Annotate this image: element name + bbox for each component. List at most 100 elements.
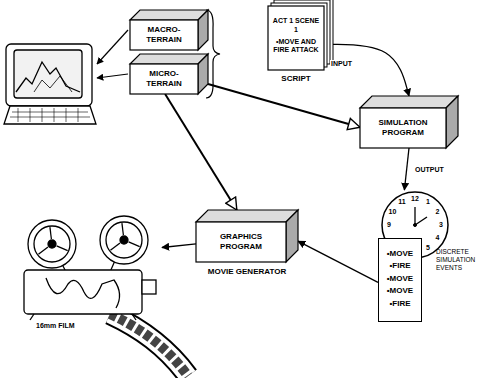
film-strip-body (110, 314, 188, 376)
clock-hand (415, 217, 427, 225)
keyboard-base (4, 106, 96, 124)
box-top (130, 10, 208, 20)
film-sprockets (110, 314, 188, 376)
box-top (360, 96, 458, 108)
program-box-area: GRAPHICS PROGRAM (196, 222, 286, 262)
script-pages: ACT 1 SCENE 1•MOVE AND FIRE ATTACKSCRIPT (268, 6, 324, 70)
terrain-contours (34, 76, 72, 92)
projector-body (24, 270, 142, 314)
box-front (130, 64, 198, 94)
caption-text: 16mm FILM (36, 322, 75, 330)
terrain-box-area: MICRO- TERRAIN (130, 64, 198, 94)
terrain-to-monitor-arrow (97, 30, 128, 64)
clock-number: 9 (387, 221, 391, 229)
box-label: ACT 1 SCENE 1 (272, 17, 320, 34)
script-pages-area: ACT 1 SCENE 1 •MOVE AND FIRE ATTACK (268, 6, 324, 70)
clock-number: 5 (426, 243, 430, 251)
box-front (196, 222, 286, 262)
box-label: MACRO- TERRAIN (133, 25, 195, 44)
box-top (196, 210, 298, 222)
terrain-box-area: MACRO- TERRAIN (130, 20, 198, 50)
clock-number: 12 (411, 195, 419, 203)
projector-lens (142, 280, 156, 294)
connector-arrow (404, 148, 409, 190)
reel-spoke (122, 223, 123, 235)
text-group: •MOVE •FIRE •MOVE •MOVE •FIRE (387, 249, 413, 312)
film-frames (110, 314, 188, 376)
monitor-screen (14, 50, 82, 98)
box-label: MICRO- TERRAIN (133, 69, 195, 88)
film-reel (100, 216, 148, 264)
reel-spoke (110, 243, 120, 250)
film-strip (110, 314, 188, 376)
film-path (46, 278, 120, 308)
film-reel (28, 220, 76, 268)
event-item: •MOVE (387, 286, 413, 296)
clock-number: 1 (426, 198, 430, 206)
projector-drawing (24, 216, 156, 320)
film-strip-edge (110, 314, 188, 376)
clock-pivot (414, 224, 417, 227)
clock-number: 10 (389, 208, 397, 216)
film-reel-rim (34, 226, 70, 262)
event-item: •MOVE (387, 274, 413, 284)
connector-arrow (208, 84, 360, 127)
clock-number: 3 (439, 221, 443, 229)
event-list: •MOVE•FIRE•MOVE•MOVE•FIREDISCRETE SIMULA… (378, 190, 422, 322)
program-box-area: SIMULATION PROGRAM (360, 108, 446, 148)
clock-number: 11 (398, 198, 405, 206)
connector-arrow (162, 244, 196, 248)
keyboard-keys (10, 108, 90, 122)
box-side (198, 54, 208, 94)
event-item: •MOVE (387, 249, 413, 259)
program-box: GRAPHICS PROGRAMMOVIE GENERATOR (196, 210, 298, 262)
connector-arrow (324, 44, 409, 96)
program-box: SIMULATION PROGRAM (360, 96, 458, 148)
projector-foot (30, 314, 34, 320)
reel-spoke (57, 246, 68, 251)
film-reel-rim (106, 222, 142, 258)
clock-number: 2 (436, 208, 440, 216)
text-group: SIMULATION PROGRAM (363, 118, 443, 137)
film-projector-outline (6, 214, 162, 338)
box-front (130, 20, 198, 50)
monitor-case (6, 44, 92, 106)
computer-monitor (4, 44, 96, 124)
edge-label: INPUT (330, 60, 353, 67)
terrain-box: MICRO- TERRAIN (130, 54, 208, 94)
caption-text: SCRIPT (268, 74, 324, 84)
text-group: MICRO- TERRAIN (133, 69, 195, 88)
terrain-mountains (16, 62, 80, 92)
box-side (446, 96, 458, 148)
connector-arrow (298, 241, 378, 282)
box-label: SIMULATION PROGRAM (363, 118, 443, 137)
box-label: GRAPHICS PROGRAM (199, 232, 283, 251)
text-group: GRAPHICS PROGRAM (199, 232, 283, 251)
connector-arrow (165, 94, 237, 210)
terrain-to-monitor-arrow (97, 74, 128, 78)
box-side (198, 10, 208, 50)
event-item: •FIRE (387, 261, 413, 271)
clock-hand (414, 207, 415, 225)
box-front (360, 108, 446, 148)
box-side (286, 210, 298, 262)
film-projector: 16mm FILM (6, 214, 162, 338)
reel-spoke (50, 227, 51, 239)
reel-spoke (129, 242, 140, 247)
edge-label: OUTPUT (414, 166, 445, 173)
text-group: ACT 1 SCENE 1 •MOVE AND FIRE ATTACK (272, 17, 320, 59)
front-page (268, 6, 324, 70)
projector-foot (132, 314, 136, 320)
event-list-area: •MOVE •FIRE •MOVE •MOVE •FIRE (378, 238, 422, 322)
clock-number: 4 (436, 234, 440, 242)
film-reel-hub (120, 236, 128, 244)
reel-spoke (38, 247, 48, 254)
caption-text: MOVIE GENERATOR (196, 267, 298, 277)
film-reel-hub (48, 240, 56, 248)
text-group: MACRO- TERRAIN (133, 25, 195, 44)
terrain-box: MACRO- TERRAIN (130, 10, 208, 50)
event-item: •FIRE (387, 299, 413, 309)
box-top (130, 54, 208, 64)
box-label: •MOVE AND FIRE ATTACK (272, 38, 320, 55)
caption-text: DISCRETE SIMULATION EVENTS (436, 248, 484, 271)
